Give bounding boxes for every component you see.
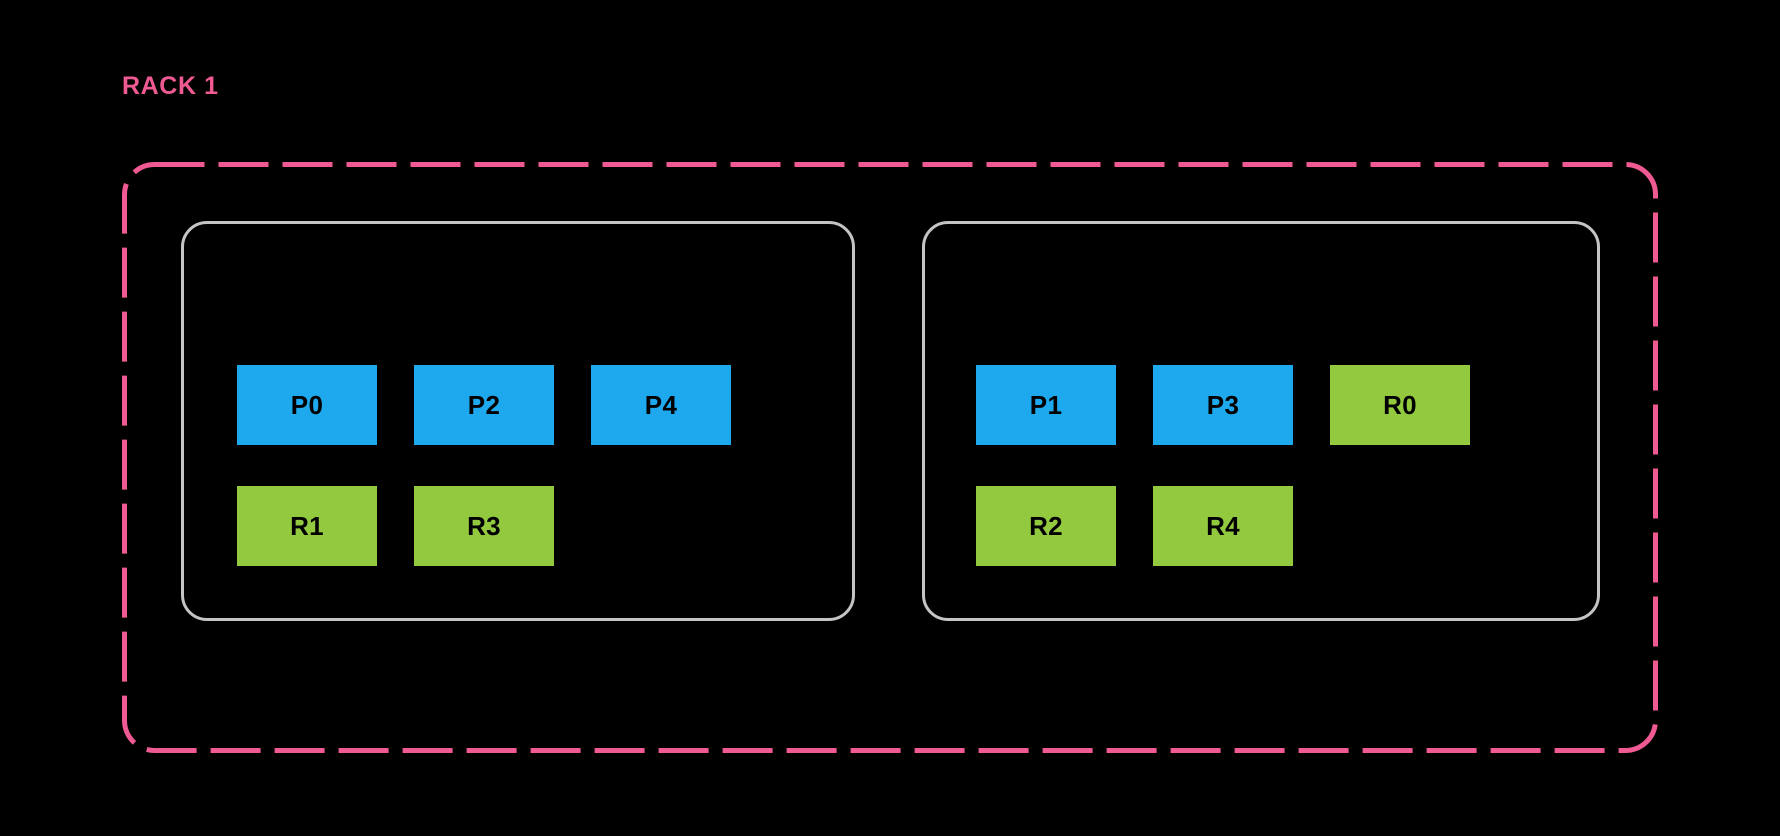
tile-r2[interactable]: R2 (976, 486, 1116, 566)
tile-r0[interactable]: R0 (1330, 365, 1470, 445)
tile-p0[interactable]: P0 (237, 365, 377, 445)
tile-r4[interactable]: R4 (1153, 486, 1293, 566)
tile-p1[interactable]: P1 (976, 365, 1116, 445)
tile-row-replicas: R2 R4 (976, 486, 1293, 566)
tile-r3[interactable]: R3 (414, 486, 554, 566)
tile-row-replicas: R1 R3 (237, 486, 554, 566)
tile-row-partitions: P1 P3 R0 (976, 365, 1470, 445)
node-box-left[interactable]: P0 P2 P4 R1 R3 (181, 221, 855, 621)
tile-row-partitions: P0 P2 P4 (237, 365, 731, 445)
tile-r1[interactable]: R1 (237, 486, 377, 566)
node-box-right[interactable]: P1 P3 R0 R2 R4 (922, 221, 1600, 621)
tile-p4[interactable]: P4 (591, 365, 731, 445)
tile-p3[interactable]: P3 (1153, 365, 1293, 445)
rack-label: RACK 1 (122, 72, 219, 100)
tile-p2[interactable]: P2 (414, 365, 554, 445)
